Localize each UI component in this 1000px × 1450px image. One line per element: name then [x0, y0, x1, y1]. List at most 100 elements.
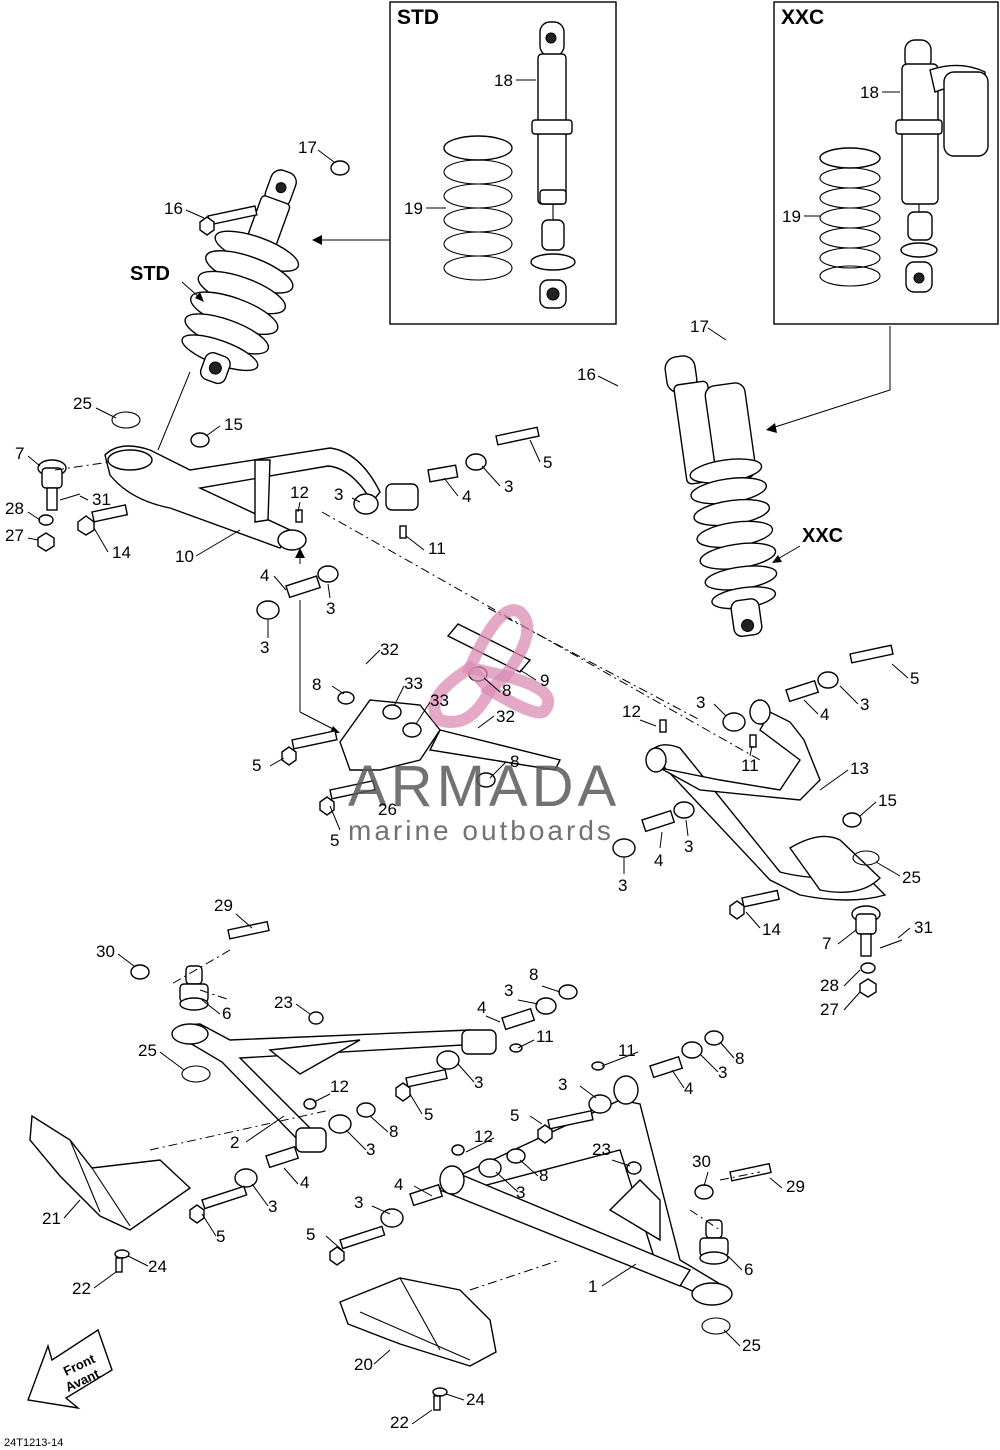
callout: 7	[15, 444, 24, 463]
ball-joint-left	[37, 459, 67, 511]
callout: 29	[214, 896, 233, 915]
callout: 3	[504, 981, 513, 1000]
callout: 27	[5, 526, 24, 545]
callout: 4	[654, 851, 663, 870]
callout: 5	[330, 831, 339, 850]
callout: 15	[878, 791, 897, 810]
watermark-tagline: marine outboards	[348, 815, 614, 846]
callout: 28	[820, 976, 839, 995]
leader-lines	[27, 79, 911, 1425]
callout: 4	[684, 1079, 693, 1098]
callout: 5	[216, 1227, 225, 1246]
callout: 19	[782, 207, 801, 226]
inset-xxc-title: XXC	[781, 6, 824, 29]
callout: 3	[696, 693, 705, 712]
callout: 3	[326, 599, 335, 618]
xxc-inset-spring	[819, 147, 881, 287]
callout: 8	[389, 1122, 398, 1141]
callout: 4	[394, 1175, 403, 1194]
callout: 23	[592, 1140, 611, 1159]
callout: 22	[72, 1279, 91, 1298]
upper-a-arm-right	[645, 699, 887, 901]
callout: 3	[860, 695, 869, 714]
callout: 6	[222, 1004, 231, 1023]
std-main-label: STD	[130, 263, 170, 285]
callout: 3	[334, 485, 343, 504]
callout: 21	[42, 1209, 61, 1228]
callout: 11	[618, 1041, 636, 1060]
callout: 5	[424, 1105, 433, 1124]
callout: 3	[354, 1193, 363, 1212]
callout: 5	[306, 1225, 315, 1244]
callout: 33	[430, 691, 449, 710]
callout: 3	[366, 1140, 375, 1159]
callout: 8	[529, 965, 538, 984]
callout: 11	[741, 756, 759, 775]
callout: 31	[92, 490, 111, 509]
callout: 8	[510, 752, 519, 771]
front-direction-arrow: Front Avant	[27, 1328, 113, 1410]
callout: 11	[536, 1027, 554, 1046]
xxc-inset-shock	[895, 39, 989, 293]
callout: 25	[902, 868, 921, 887]
callout: 8	[312, 675, 321, 694]
callout: 25	[742, 1336, 761, 1355]
callout: 23	[274, 993, 293, 1012]
callout: 27	[820, 1000, 839, 1019]
callout: 30	[692, 1152, 711, 1171]
diagram-code: 24T1213-14	[4, 1437, 63, 1449]
callout: 3	[260, 638, 269, 657]
callout: 24	[148, 1257, 167, 1276]
callout: 10	[175, 547, 194, 566]
callout: 16	[577, 365, 596, 384]
callout: 7	[822, 934, 831, 953]
callout: 5	[510, 1106, 519, 1125]
callout: 3	[268, 1197, 277, 1216]
callout: 14	[112, 543, 131, 562]
callout: 4	[820, 705, 829, 724]
callout: 18	[494, 71, 513, 90]
std-inset-shock	[530, 21, 576, 309]
inset-std-title: STD	[397, 6, 439, 29]
callout: 30	[96, 942, 115, 961]
callout: 3	[684, 837, 693, 856]
callout: 29	[786, 1177, 805, 1196]
callout: 3	[618, 876, 627, 895]
callout-labels: 17 16 25 15 7 31 28 27 14 10 12 3 11 4 3…	[5, 71, 933, 1432]
callout: 8	[735, 1049, 744, 1068]
callout: 19	[404, 199, 423, 218]
callout: 11	[428, 539, 446, 558]
callout: 8	[502, 681, 511, 700]
callout: 13	[850, 759, 869, 778]
callout: 4	[300, 1173, 309, 1192]
callout: 18	[860, 83, 879, 102]
callout: 31	[914, 918, 933, 937]
xxc-main-label: XXC	[802, 525, 843, 547]
callout: 25	[73, 394, 92, 413]
callout: 22	[390, 1413, 409, 1432]
callout: 12	[622, 702, 641, 721]
inset-xxc-box	[773, 1, 999, 325]
callout: 3	[558, 1075, 567, 1094]
lower-a-arm-left	[171, 1023, 497, 1153]
inset-std-box	[389, 1, 617, 325]
callout: 17	[298, 138, 317, 157]
callout: 9	[540, 671, 549, 690]
std-inset-spring	[443, 135, 513, 281]
callout: 20	[354, 1355, 373, 1374]
callout: 2	[230, 1133, 239, 1152]
xxc-shock-absorber	[664, 355, 778, 637]
watermark-logo: ARMADA marine outboards	[348, 604, 616, 846]
callout: 6	[744, 1260, 753, 1279]
callout: 16	[164, 199, 183, 218]
callout: 4	[477, 998, 486, 1017]
callout: 3	[504, 477, 513, 496]
callout: 32	[380, 640, 399, 659]
callout: 4	[260, 566, 269, 585]
std-shock-absorber	[181, 169, 300, 385]
xxc-inset-connector	[771, 326, 891, 429]
callout: 17	[690, 317, 709, 336]
callout: 26	[378, 800, 397, 819]
callout: 1	[588, 1277, 597, 1296]
callout: 4	[462, 487, 471, 506]
